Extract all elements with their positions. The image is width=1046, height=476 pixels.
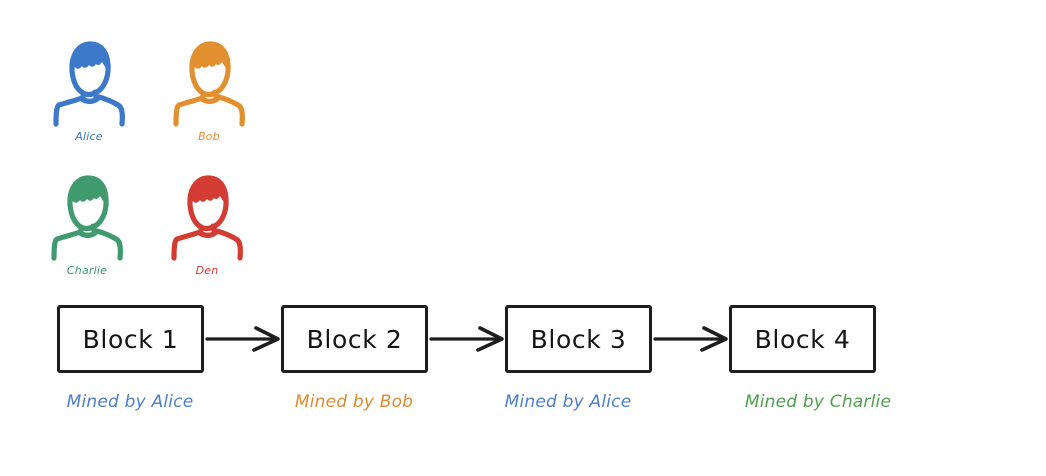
user-avatar-icon: [53, 41, 125, 127]
block-caption-3: Mined by Alice: [504, 392, 632, 412]
avatar-hair: [191, 43, 229, 70]
arrow-3: [653, 326, 728, 352]
block-caption-4: Mined by Charlie: [744, 392, 892, 412]
participant-label-den: Den: [195, 264, 219, 277]
participant-charlie[interactable]: [48, 172, 126, 268]
block-caption-2: Mined by Bob: [294, 392, 414, 412]
arrow-head-3: [700, 326, 728, 352]
participant-label-alice: Alice: [75, 130, 103, 143]
block-2[interactable]: Block 2: [281, 305, 428, 373]
user-avatar-icon: [173, 41, 245, 127]
block-1[interactable]: Block 1: [57, 305, 204, 373]
block-caption-1: Mined by Alice: [66, 392, 194, 412]
participant-den[interactable]: [168, 172, 246, 268]
participant-label-charlie: Charlie: [66, 264, 108, 277]
avatar-hair: [71, 43, 109, 70]
avatar-hair: [189, 177, 227, 204]
block-3[interactable]: Block 3: [505, 305, 652, 373]
participant-alice[interactable]: [50, 38, 128, 134]
avatar-hair: [69, 177, 107, 204]
participant-bob[interactable]: [170, 38, 248, 134]
arrow-2: [429, 326, 504, 352]
user-avatar-icon: [51, 175, 123, 261]
arrow-1: [205, 326, 280, 352]
block-4[interactable]: Block 4: [729, 305, 876, 373]
arrow-head-1: [252, 326, 280, 352]
arrow-head-2: [476, 326, 504, 352]
participant-label-bob: Bob: [198, 130, 220, 143]
user-avatar-icon: [171, 175, 243, 261]
